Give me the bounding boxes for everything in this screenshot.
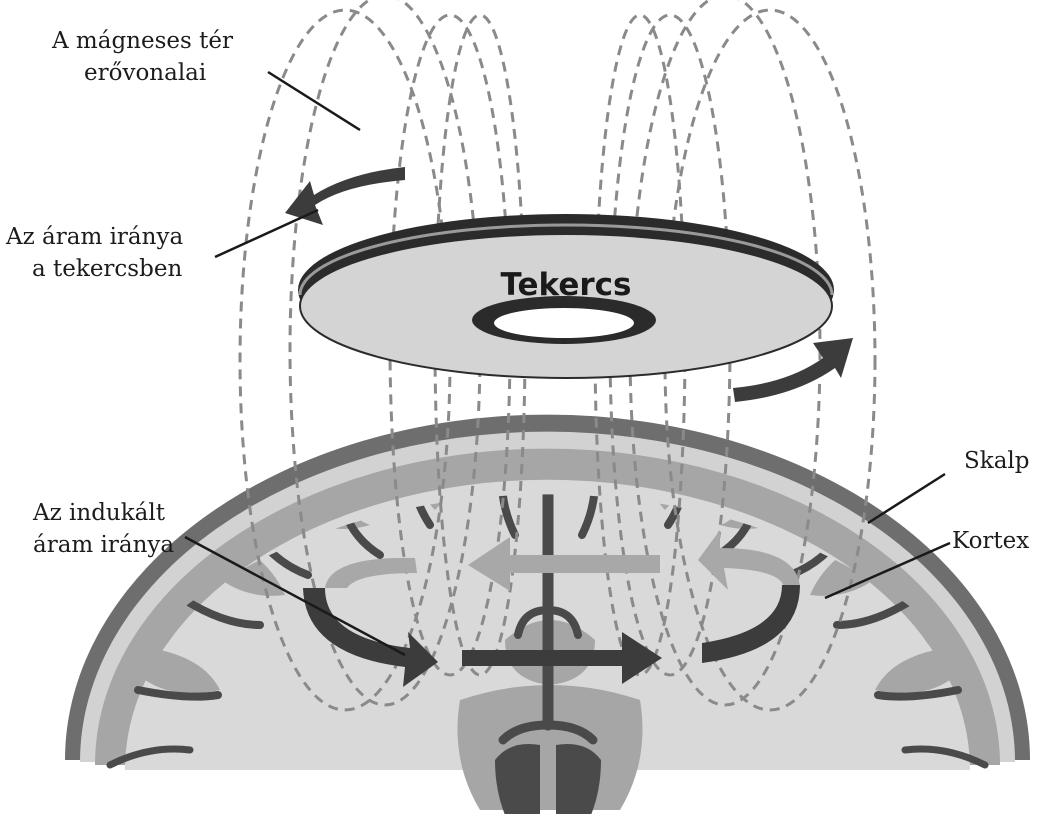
leader-scalp [868, 474, 945, 523]
cortex-label: Kortex [952, 528, 1029, 554]
coil: Tekercs [298, 214, 834, 378]
induced-current-label-line2: áram iránya [33, 532, 174, 558]
coil-current-label-line1: Az áram iránya [5, 224, 183, 250]
field-lines-label-line2: erővonalai [84, 60, 206, 86]
leader-coil-current [215, 210, 318, 257]
coil-current-label-line2: a tekercsben [32, 256, 182, 282]
induced-current-label-line1: Az indukált [32, 500, 166, 526]
leader-field-lines [268, 72, 360, 130]
scalp-label: Skalp [964, 448, 1030, 474]
coil-hole [494, 308, 634, 338]
coil-label: Tekercs [501, 267, 632, 303]
field-lines-label-line1: A mágneses tér [51, 28, 233, 54]
deep-nucleus-left [495, 744, 540, 814]
head-cross-section [65, 415, 1030, 814]
deep-nucleus-right [556, 744, 601, 814]
